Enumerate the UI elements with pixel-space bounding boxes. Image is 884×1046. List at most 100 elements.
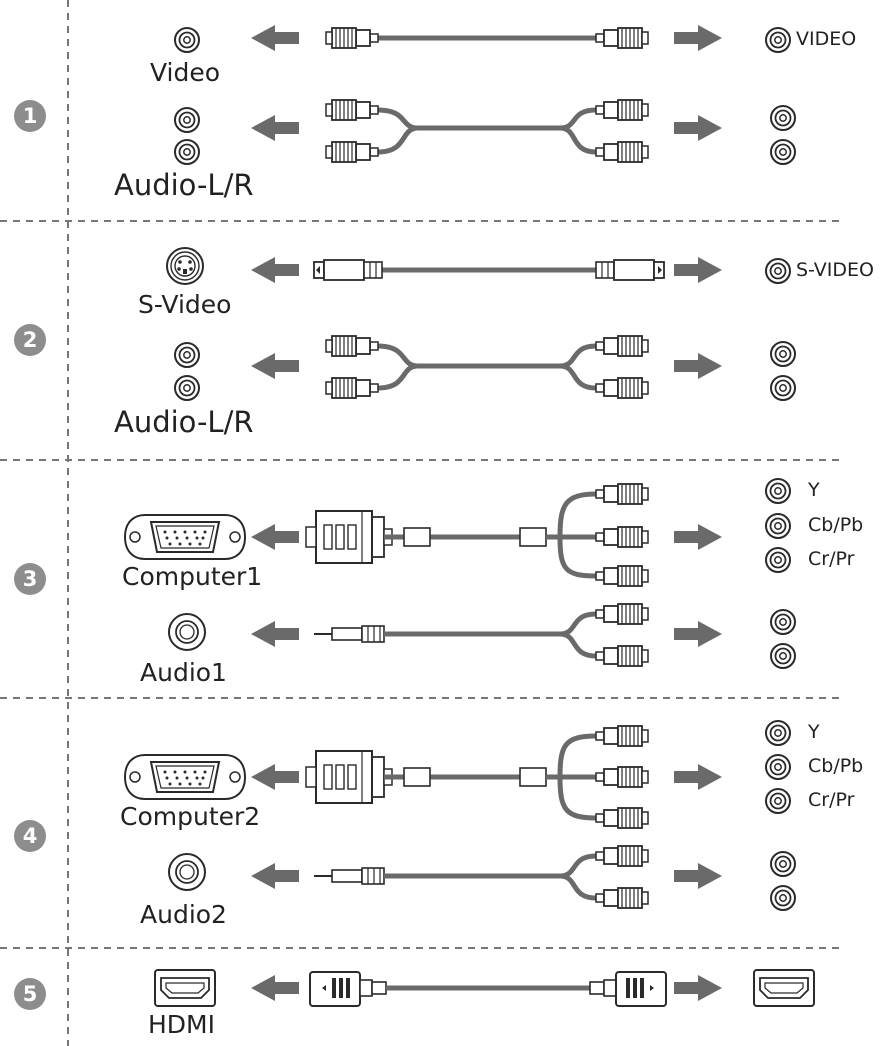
arrow-left-icon [251, 25, 299, 51]
rca-jack-icon [765, 547, 791, 573]
rca-plug-icon [595, 27, 649, 49]
rca-jack-icon [770, 375, 796, 401]
rca-jack-icon [174, 342, 200, 368]
arrow-right-icon [674, 524, 722, 550]
hdmi-plug-icon [589, 971, 667, 1007]
vga-plug-icon [305, 750, 393, 804]
port-label-y: Y [808, 721, 820, 743]
arrow-right-icon [674, 115, 722, 141]
rca-plug-icon [325, 99, 379, 121]
mini-plug-icon [314, 625, 385, 643]
rca-plug-icon [595, 766, 649, 788]
s-video-port-icon [166, 247, 204, 285]
port-label-audio-lr: Audio-L/R [114, 405, 254, 439]
rca-jack-icon [174, 375, 200, 401]
rca-plug-icon [595, 526, 649, 548]
port-label-cb-pb: Cb/Pb [808, 755, 864, 777]
section-3-graphics [124, 478, 796, 669]
arrow-left-icon [251, 524, 299, 550]
port-label-audio-lr: Audio-L/R [114, 168, 254, 202]
port-label-y: Y [808, 479, 820, 501]
rca-jack-icon [765, 478, 791, 504]
arrow-right-icon [674, 863, 722, 889]
rca-jack-icon [765, 788, 791, 814]
rca-plug-icon [595, 483, 649, 505]
section-4-graphics [124, 720, 796, 911]
s-video-plug-icon [313, 259, 383, 281]
port-label-video: Video [150, 58, 221, 87]
rca-plug-icon [595, 141, 649, 163]
arrow-right-icon [674, 257, 722, 283]
arrow-left-icon [251, 353, 299, 379]
port-label-cr-pr: Cr/Pr [808, 548, 855, 570]
port-label-audio2: Audio2 [140, 900, 227, 929]
arrow-left-icon [251, 764, 299, 790]
arrow-right-icon [674, 975, 722, 1001]
arrow-right-icon [674, 353, 722, 379]
mini-plug-icon [314, 867, 385, 885]
port-label-cb-pb: Cb/Pb [808, 514, 864, 536]
arrow-left-icon [251, 621, 299, 647]
rca-plug-icon [595, 603, 649, 625]
port-label-computer2: Computer2 [120, 802, 261, 831]
rca-jack-icon [770, 851, 796, 877]
port-label-audio1: Audio1 [140, 658, 227, 687]
arrow-right-icon [674, 764, 722, 790]
rca-plug-icon [325, 335, 379, 357]
section-number-badge: 3 [14, 563, 46, 595]
rca-plug-icon [595, 335, 649, 357]
port-label-video-right: VIDEO [796, 28, 857, 50]
port-label-s-video-right: S-VIDEO [796, 259, 874, 281]
section-number-badge: 2 [14, 324, 46, 356]
rca-jack-icon [770, 139, 796, 165]
port-label-s-video: S-Video [138, 290, 232, 319]
rca-jack-icon [770, 643, 796, 669]
s-video-plug-icon [595, 259, 665, 281]
rca-jack-icon [174, 27, 200, 53]
section-5-graphics [154, 969, 815, 1007]
rca-plug-icon [595, 887, 649, 909]
vga-port-icon [124, 754, 246, 800]
section-2-graphics [166, 247, 796, 401]
hdmi-port-icon [753, 969, 815, 1007]
arrow-left-icon [251, 115, 299, 141]
rca-plug-icon [595, 565, 649, 587]
rca-plug-icon [595, 377, 649, 399]
rca-plug-icon [595, 807, 649, 829]
rca-plug-icon [325, 27, 379, 49]
rca-jack-icon [765, 754, 791, 780]
rca-plug-icon [595, 99, 649, 121]
rca-jack-icon [765, 513, 791, 539]
rca-plug-icon [595, 845, 649, 867]
port-label-hdmi: HDMI [148, 1010, 215, 1039]
rca-jack-icon [770, 885, 796, 911]
rca-jack-icon [765, 258, 791, 284]
section-dividers [0, 0, 842, 1046]
section-number-badge: 1 [14, 100, 46, 132]
rca-plug-icon [595, 725, 649, 747]
rca-jack-icon [770, 341, 796, 367]
arrow-left-icon [251, 975, 299, 1001]
hdmi-port-icon [154, 969, 216, 1007]
rca-plug-icon [325, 141, 379, 163]
rca-jack-icon [765, 720, 791, 746]
arrow-right-icon [674, 621, 722, 647]
rca-jack-icon [174, 107, 200, 133]
section-number-badge: 4 [14, 820, 46, 852]
rca-plug-icon [595, 645, 649, 667]
audio-mini-jack-icon [168, 613, 206, 651]
hdmi-plug-icon [309, 971, 387, 1007]
vga-port-icon [124, 514, 246, 560]
rca-jack-icon [770, 609, 796, 635]
rca-jack-icon [174, 139, 200, 165]
port-label-computer1: Computer1 [122, 562, 263, 591]
port-label-cr-pr: Cr/Pr [808, 789, 855, 811]
rca-jack-icon [770, 105, 796, 131]
arrow-left-icon [251, 257, 299, 283]
section-number-badge: 5 [14, 978, 46, 1010]
arrow-right-icon [674, 25, 722, 51]
rca-plug-icon [325, 377, 379, 399]
arrow-left-icon [251, 863, 299, 889]
section-1-graphics [174, 25, 796, 165]
